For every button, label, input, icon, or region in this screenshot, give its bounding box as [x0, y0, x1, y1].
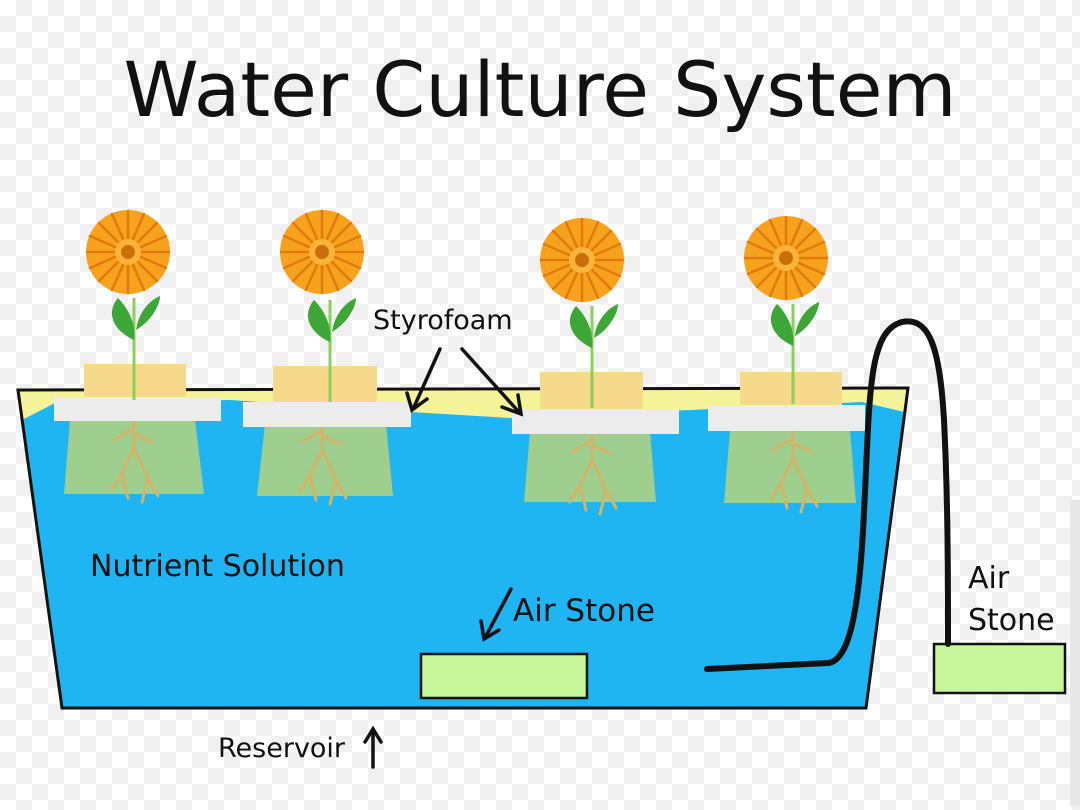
arrow-head [363, 725, 383, 744]
arrow-line [412, 347, 442, 409]
styrofoam-label: Styrofoam [373, 305, 513, 336]
air-stone-external [932, 642, 1067, 695]
side-scroll-tab [1070, 500, 1080, 806]
nutrient-solution-label: Nutrient Solution [90, 549, 345, 584]
air-stone-in-tank [419, 652, 589, 700]
leaf [111, 298, 135, 340]
reservoir-arrow [363, 725, 383, 769]
styrofoam-arrows [405, 347, 524, 417]
plant [278, 208, 366, 402]
styrofoam-raft [708, 405, 865, 431]
nutrient-solution-water [18, 388, 908, 708]
styrofoam-raft [512, 409, 679, 434]
air-tube [704, 318, 951, 672]
arrow-head [405, 391, 429, 413]
arrow-head [479, 619, 501, 642]
net-pot [740, 372, 842, 408]
leaf [307, 300, 331, 342]
styrofoam-raft [243, 402, 411, 427]
leaf [795, 302, 819, 336]
leaf [332, 298, 356, 332]
external-air-stone-label: Air Stone [968, 558, 1068, 642]
plant [538, 216, 626, 408]
leaf [770, 304, 794, 346]
diagram-title: Water Culture System [123, 45, 957, 134]
external-air-stone-label-line1: Air [968, 561, 1010, 596]
arrow-line [460, 347, 520, 413]
air-stone-arrow [479, 587, 513, 642]
reservoir-label: Reservoir [218, 733, 346, 764]
leaf [594, 304, 618, 338]
root-zone [257, 424, 393, 496]
root-zone [64, 420, 204, 494]
plant [84, 208, 172, 400]
arrow-line [484, 587, 513, 638]
arrow-head [500, 393, 524, 417]
reservoir-tank [16, 386, 910, 710]
plants [84, 208, 830, 408]
styrofoam-rafts [54, 397, 865, 434]
plant [742, 214, 830, 404]
air-stone-label: Air Stone [513, 593, 655, 629]
foam-layer [18, 388, 908, 420]
leaf [569, 306, 593, 348]
styrofoam-raft [54, 397, 221, 421]
leaf [136, 296, 160, 330]
net-pot [273, 366, 377, 404]
external-air-stone-label-line2: Stone [968, 603, 1055, 638]
